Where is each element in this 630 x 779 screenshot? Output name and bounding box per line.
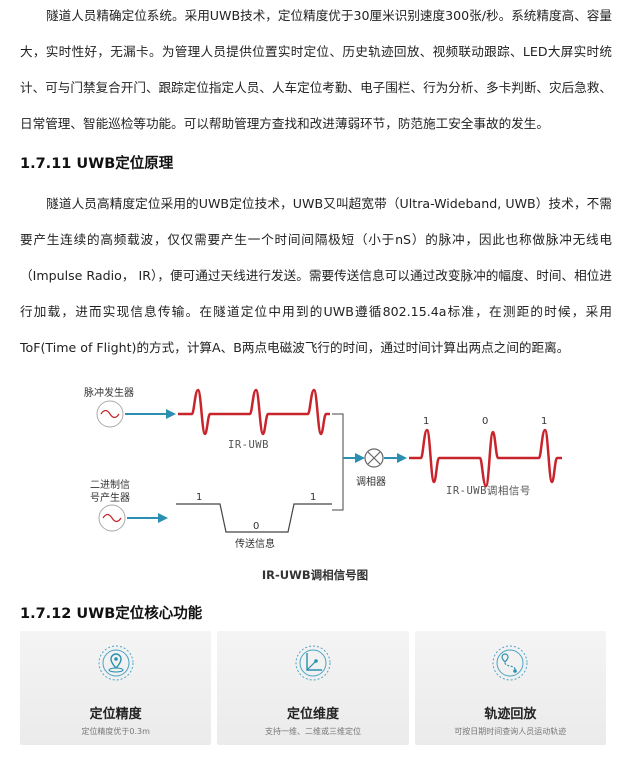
card-description: 定位精度优于0.3m xyxy=(81,727,150,736)
card-title: 定位维度 xyxy=(286,707,339,722)
card-track-playback: 轨迹回放 可按日期时间查询人员运动轨迹 xyxy=(414,631,606,745)
pulse-arrow-head xyxy=(166,409,176,419)
binary-square-wave xyxy=(176,503,332,533)
card-positioning-dimension: 定位维度 支持一维、二维或三维定位 xyxy=(217,631,409,745)
binary-generator-label-line1: 二进制信 xyxy=(90,478,130,491)
output-bit-1: 1 xyxy=(423,416,429,427)
intro-paragraph: 隧道人员精确定位系统。采用UWB技术，定位精度优于30厘米识别速度300张/秒。… xyxy=(20,0,612,142)
card-positioning-accuracy: 定位精度 定位精度优于0.3m xyxy=(20,631,212,745)
card-title: 定位精度 xyxy=(89,707,142,722)
card-description: 支持一维、二维或三维定位 xyxy=(264,727,361,736)
input-bit-1: 1 xyxy=(196,492,202,503)
modulator-output-arrow-head xyxy=(397,453,407,463)
sine-wave-icon xyxy=(100,409,120,419)
ir-uwb-label: IR-UWB xyxy=(228,439,269,451)
modulator-input-arrow-head xyxy=(355,453,365,463)
binary-arrow-head xyxy=(158,513,168,523)
multiply-icon xyxy=(367,451,381,465)
card-description: 可按日期时间查询人员运动轨迹 xyxy=(454,727,567,736)
output-bit-2: 0 xyxy=(482,416,488,427)
modulated-signal-label: IR-UWB调相信号 xyxy=(446,484,531,497)
output-bit-3: 1 xyxy=(541,416,547,427)
axis-dimension-icon xyxy=(295,645,331,681)
section-heading-uwb-core-functions: 1.7.12 UWB定位核心功能 xyxy=(20,606,203,622)
track-playback-icon xyxy=(492,645,528,681)
pulse-generator-label: 脉冲发生器 xyxy=(84,386,134,399)
connector-bracket xyxy=(332,413,344,511)
uwb-principle-paragraph: 隧道人员高精度定位采用的UWB定位技术，UWB又叫超宽带（Ultra-Wideb… xyxy=(20,186,612,366)
location-pin-icon xyxy=(98,645,134,681)
transmit-info-label: 传送信息 xyxy=(235,537,275,550)
card-title: 轨迹回放 xyxy=(484,707,537,722)
ir-uwb-modulation-diagram: 脉冲发生器 IR-UWB 二进制信 号产生器 1 0 1 传送信息 调相器 1 … xyxy=(84,386,562,550)
intro-paragraph-text: 隧道人员精确定位系统。采用UWB技术，定位精度优于30厘米识别速度300张/秒。… xyxy=(20,8,612,131)
binary-generator-label-line2: 号产生器 xyxy=(90,491,130,504)
ir-uwb-pulse-train xyxy=(178,388,330,436)
section-heading-uwb-principle: 1.7.11 UWB定位原理 xyxy=(20,156,174,172)
uwb-principle-paragraph-text: 隧道人员高精度定位采用的UWB定位技术，UWB又叫超宽带（Ultra-Wideb… xyxy=(20,196,612,355)
modulator-label: 调相器 xyxy=(356,475,386,488)
input-bit-2: 0 xyxy=(253,521,259,532)
sine-wave-icon xyxy=(102,513,122,523)
input-bit-3: 1 xyxy=(310,492,316,503)
diagram-caption: IR-UWB调相信号图 xyxy=(261,568,369,582)
core-function-cards: 定位精度 定位精度优于0.3m 定位维度 支持一维、二维或三维定位 轨迹回放 可… xyxy=(20,631,606,745)
modulated-signal-wave xyxy=(409,428,562,488)
